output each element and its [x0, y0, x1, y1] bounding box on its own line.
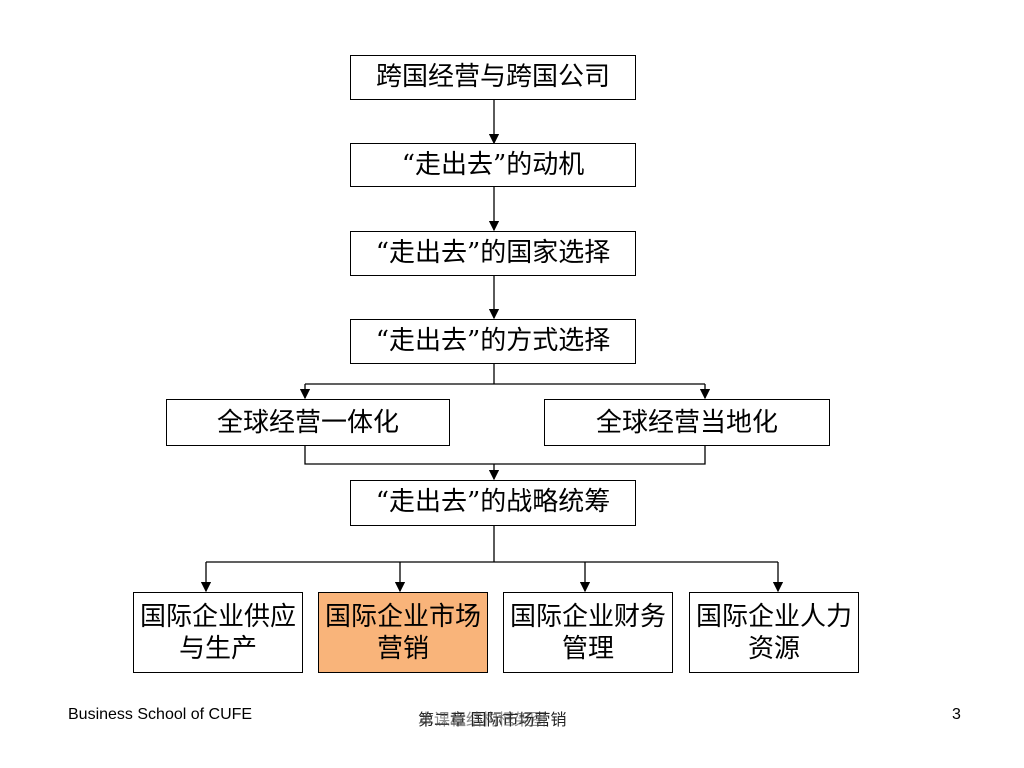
- node-mode: “走出去”的方式选择: [350, 319, 636, 364]
- node-global: 全球经营一体化: [166, 399, 450, 446]
- node-local: 全球经营当地化: [544, 399, 830, 446]
- node-finance: 国际企业财务管理: [503, 592, 673, 673]
- footer-school: Business School of CUFE: [68, 706, 253, 723]
- node-hr: 国际企业人力资源: [689, 592, 859, 673]
- node-country: “走出去”的国家选择: [350, 231, 636, 276]
- line-merge: [304, 446, 706, 465]
- node-motive: “走出去”的动机: [350, 143, 636, 187]
- footer-chapter-overlap: 本课程结构框架图: [418, 712, 547, 729]
- node-top: 跨国经营与跨国公司: [350, 55, 636, 100]
- page-number: 3: [952, 706, 961, 723]
- node-strategy: “走出去”的战略统筹: [350, 480, 636, 526]
- footer-chapter: 第二章 国际市场营销: [418, 712, 567, 729]
- node-marketing: 国际企业市场营销: [318, 592, 488, 673]
- node-supply: 国际企业供应与生产: [133, 592, 303, 673]
